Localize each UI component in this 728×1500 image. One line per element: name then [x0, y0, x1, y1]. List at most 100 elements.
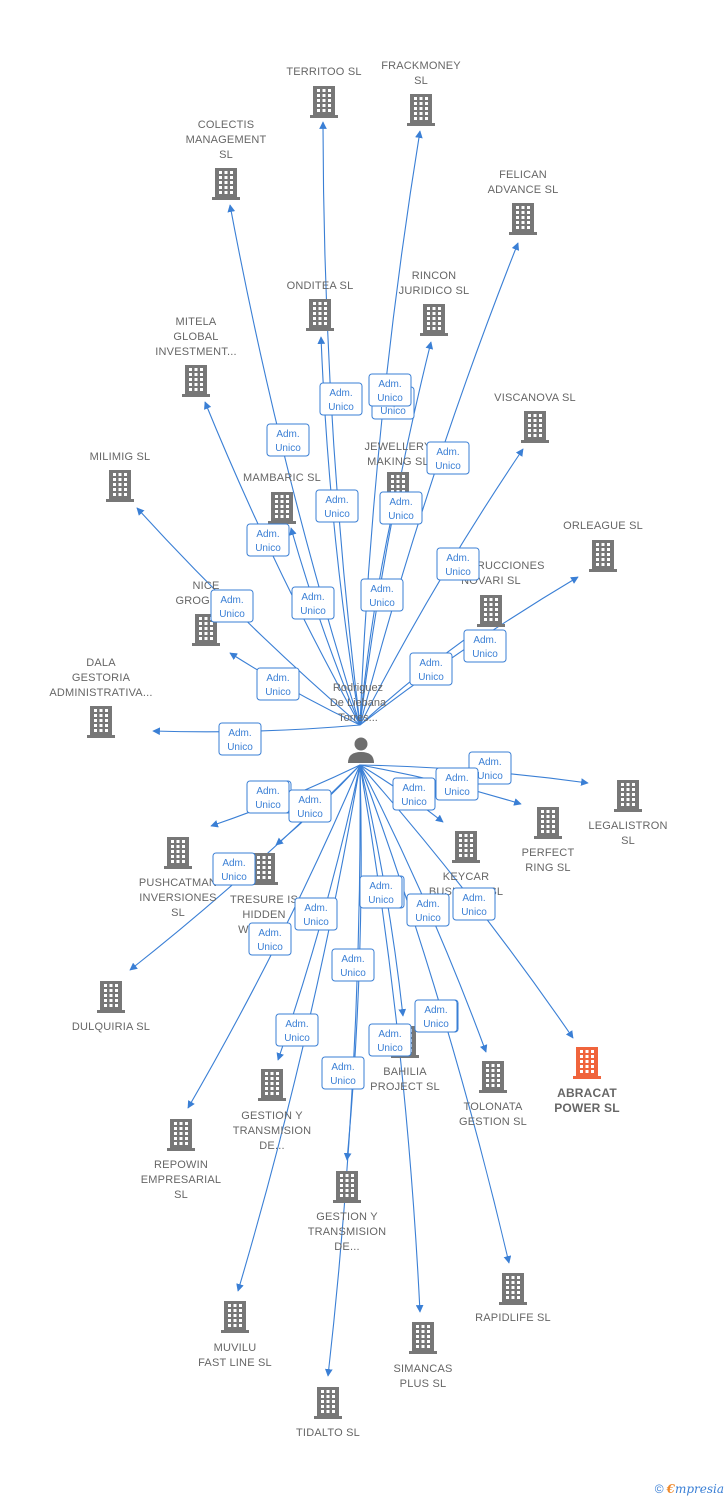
badge-role-line-1: Adm. — [378, 379, 401, 390]
role-badge-milimig[interactable]: Adm.Unico — [210, 589, 254, 623]
badge-role-line-1: Adm. — [478, 757, 501, 768]
role-badge-dulquiria[interactable]: Adm.Unico — [212, 852, 256, 886]
company-node-onditea[interactable]: ONDITEA SL — [287, 280, 354, 331]
role-badge-mambaric[interactable]: Adm. Unico — [315, 489, 359, 523]
role-badge-keycar[interactable]: Adm.Unico — [392, 777, 436, 811]
company-name-line: TOLONATA — [463, 1101, 523, 1113]
footer-brand[interactable]: ©€mpresia — [655, 1482, 724, 1496]
role-badge-extra[interactable]: Adm.Unico — [409, 652, 453, 686]
role-badge-construcciones[interactable]: Adm.Unico — [436, 547, 480, 581]
company-node-mitela[interactable]: MITELAGLOBALINVESTMENT... — [155, 316, 237, 397]
role-badge-gestion1[interactable]: Adm. Unico — [275, 1013, 319, 1047]
badge-role-line-2: Unico — [284, 1033, 310, 1044]
company-node-gestion1[interactable]: GESTION YTRANSMISIONDE... — [233, 1069, 312, 1152]
role-badge-dala[interactable]: Adm.Unico — [218, 722, 262, 756]
role-badge-perfectring[interactable]: Adm.Unico — [435, 767, 479, 801]
role-badge-viscanova[interactable]: Adm.Unico — [426, 441, 470, 475]
role-badge-extra[interactable]: Adm.Unico — [246, 780, 290, 814]
company-name-line: DALA — [86, 657, 116, 669]
company-node-orleague[interactable]: ORLEAGUE SL — [563, 520, 643, 572]
building-icon — [167, 1119, 195, 1151]
building-icon — [521, 411, 549, 443]
role-badge-extra[interactable]: Adm.Unico — [291, 586, 335, 620]
edge-colectis — [227, 204, 361, 726]
company-node-milimig[interactable]: MILIMIG SL — [90, 451, 151, 502]
company-node-gestion2[interactable]: GESTION YTRANSMISIONDE... — [308, 1171, 387, 1253]
company-name-line: RAPIDLIFE SL — [475, 1312, 551, 1324]
building-icon — [420, 304, 448, 336]
role-badge-legalistron[interactable]: Adm.Unico — [468, 751, 512, 785]
building-icon — [534, 807, 562, 839]
copyright-mark: © — [654, 1482, 664, 1496]
role-badge-extra[interactable]: Adm.Unico — [360, 578, 404, 612]
building-icon — [306, 299, 334, 331]
role-badge-extra[interactable]: Adm.Unico — [368, 1023, 412, 1057]
company-name-line: FRACKMONEY — [381, 60, 461, 72]
person-name-line-1: Rodriguez — [333, 682, 383, 694]
company-name-line: HIDDEN — [242, 909, 285, 921]
role-badge-muvilu[interactable]: Adm. Unico — [294, 897, 338, 931]
badge-role-line-2: Unico — [275, 443, 301, 454]
role-badge-onditea[interactable]: Adm. Unico — [319, 382, 363, 416]
badge-role-line-2: Unico — [227, 742, 253, 753]
badge-role-line-2: Unico — [303, 917, 329, 928]
badge-role-line-1: Adm. — [285, 1019, 308, 1030]
role-badge-nice[interactable]: Adm.Unico — [256, 667, 300, 701]
role-badge-bahilia[interactable]: Adm.Unico — [406, 893, 450, 927]
building-icon — [407, 94, 435, 126]
company-node-dala[interactable]: DALAGESTORIAADMINISTRATIVA... — [49, 657, 152, 738]
role-badge-extra[interactable]: Adm.Unico — [359, 875, 403, 909]
badge-role-line-1: Adm. — [304, 903, 327, 914]
person-name-line-2: De Liebana — [330, 697, 387, 709]
company-node-tidalto[interactable]: TIDALTO SL — [296, 1387, 360, 1439]
role-badge-abracat[interactable]: Adm.Unico — [452, 887, 496, 921]
building-icon — [479, 1061, 507, 1093]
role-badge-repowin[interactable]: Adm.Unico — [248, 922, 292, 956]
building-icon — [182, 365, 210, 397]
badge-role-line-2: Unico — [328, 402, 354, 413]
badge-role-line-1: Adm. — [329, 388, 352, 399]
badge-role-line-1: Adm. — [331, 1062, 354, 1073]
role-badge-colectis[interactable]: Adm. Unico — [266, 423, 310, 457]
company-name-line: MILIMIG SL — [90, 451, 151, 463]
company-name-line: VISCANOVA SL — [494, 392, 576, 404]
role-badge-tidalto[interactable]: Adm.Unico — [331, 948, 375, 982]
role-badge-jewellery[interactable]: Adm.Unico — [379, 491, 423, 525]
building-icon — [97, 981, 125, 1013]
badge-role-line-1: Adm. — [369, 881, 392, 892]
role-badge-extra[interactable]: Adm.Unico — [368, 373, 412, 407]
company-node-viscanova[interactable]: VISCANOVA SL — [494, 392, 576, 443]
role-badge-orleague[interactable]: Adm.Unico — [463, 629, 507, 663]
company-node-dulquiria[interactable]: DULQUIRIA SL — [72, 981, 150, 1033]
company-name-line: LEGALISTRON — [588, 820, 667, 832]
center-person[interactable]: Rodriguez De Liebana Torres... — [330, 682, 387, 763]
badge-role-line-1: Adm. — [276, 429, 299, 440]
company-node-rapidlife[interactable]: RAPIDLIFE SL — [475, 1273, 551, 1324]
company-name-line: RING SL — [525, 862, 570, 874]
company-node-territoo[interactable]: TERRITOO SL — [286, 66, 361, 118]
role-badge-tresure[interactable]: Adm.Unico — [288, 789, 332, 823]
role-badge-mitela[interactable]: Adm.Unico — [246, 523, 290, 557]
badge-role-line-1: Adm. — [416, 899, 439, 910]
company-node-mambaric[interactable]: MAMBARIC SL — [243, 472, 321, 524]
badge-role-line-1: Adm. — [325, 495, 348, 506]
role-badge-gestion2[interactable]: Adm.Unico — [321, 1056, 365, 1090]
badge-role-line-2: Unico — [255, 543, 281, 554]
role-badge-rapidlife[interactable]: Adm.Unico — [414, 999, 458, 1033]
company-name-line: SIMANCAS — [393, 1363, 452, 1375]
badge-role-line-2: Unico — [324, 509, 350, 520]
company-name-line: ABRACAT — [557, 1086, 617, 1100]
